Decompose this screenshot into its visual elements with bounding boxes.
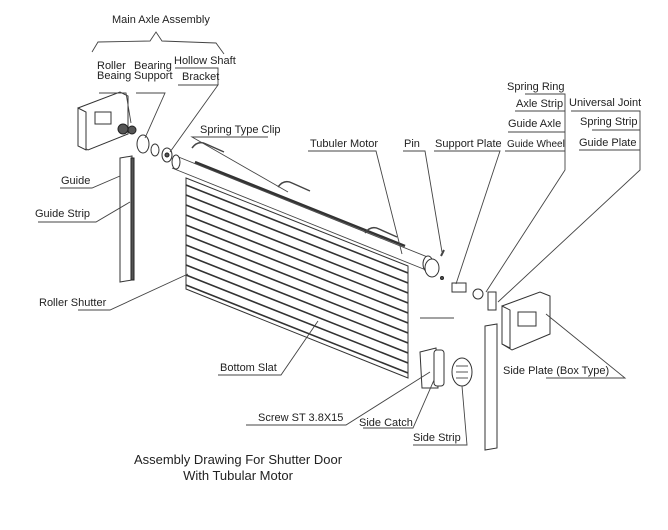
slat-line bbox=[185, 204, 409, 294]
axle-end-parts bbox=[136, 134, 173, 163]
left-side-plate bbox=[77, 91, 137, 151]
label-bracket: Bracket bbox=[182, 71, 220, 83]
label-spring-strip: Spring Strip bbox=[580, 116, 638, 128]
label-support-plate: Support Plate bbox=[435, 138, 502, 150]
diagram-title: Assembly Drawing For Shutter Door bbox=[133, 452, 343, 467]
slat-line bbox=[185, 254, 409, 344]
label-main-axle-assembly: Main Axle Assembly bbox=[112, 14, 210, 26]
right-guide-rail bbox=[484, 323, 498, 451]
label-guide-strip: Guide Strip bbox=[35, 208, 91, 220]
label-side-catch: Side Catch bbox=[359, 417, 413, 429]
label-side-plate: Side Plate (Box Type) bbox=[503, 365, 610, 377]
label-bearing-support-line2: Support bbox=[134, 70, 173, 82]
label-universal-joint: Universal Joint bbox=[569, 97, 642, 109]
label-bearing-support-line1: Bearing bbox=[134, 60, 172, 72]
label-roller-bearing-line1: Roller bbox=[97, 60, 126, 72]
side-strip-part bbox=[451, 357, 473, 387]
roller-shutter-slats bbox=[185, 177, 409, 379]
slat-line bbox=[185, 284, 409, 374]
label-spring-ring: Spring Ring bbox=[507, 81, 565, 93]
spring-clips bbox=[191, 141, 398, 238]
label-spring-type-clip: Spring Type Clip bbox=[200, 124, 281, 136]
label-guide-axle: Guide Axle bbox=[508, 118, 562, 130]
diagram-subtitle: With Tubular Motor bbox=[183, 468, 293, 483]
side-catch-part bbox=[419, 347, 445, 389]
label-roller-bearing-line2: Beaing bbox=[97, 70, 132, 82]
right-side-plate bbox=[501, 291, 551, 351]
leader-lines bbox=[38, 67, 641, 446]
slat-line bbox=[185, 194, 409, 284]
label-side-strip: Side Strip bbox=[413, 432, 461, 444]
label-guide-wheel: Guide Wheel bbox=[507, 139, 565, 150]
motor-end-parts bbox=[424, 249, 497, 311]
slat-line bbox=[185, 234, 409, 324]
label-guide-plate: Guide Plate bbox=[579, 137, 637, 149]
label-tubular-motor: Tubuler Motor bbox=[310, 138, 379, 150]
slat-line bbox=[185, 274, 409, 364]
label-pin: Pin bbox=[404, 138, 420, 150]
label-bottom-slat: Bottom Slat bbox=[220, 362, 277, 374]
slat-line bbox=[185, 224, 409, 314]
slat-line bbox=[185, 214, 409, 304]
slat-line bbox=[185, 264, 409, 354]
slat-line bbox=[185, 244, 409, 334]
label-axle-strip: Axle Strip bbox=[516, 98, 564, 110]
label-hollow-shaft: Hollow Shaft bbox=[174, 55, 236, 67]
label-guide: Guide bbox=[61, 175, 91, 187]
label-roller-shutter: Roller Shutter bbox=[39, 297, 107, 309]
label-screw: Screw ST 3.8X15 bbox=[258, 412, 344, 424]
left-guide-rail bbox=[119, 155, 135, 283]
main-axle-bracket bbox=[91, 31, 225, 55]
slat-line bbox=[185, 184, 409, 274]
